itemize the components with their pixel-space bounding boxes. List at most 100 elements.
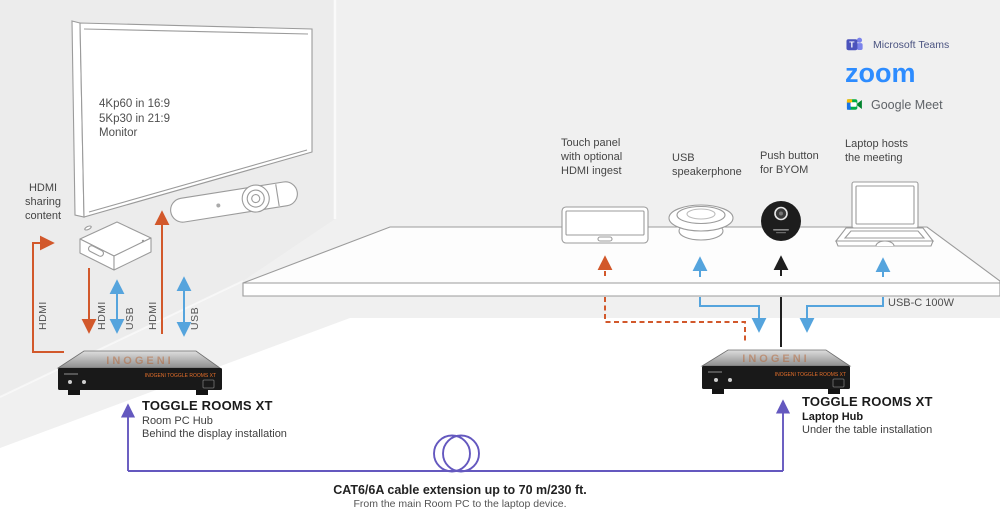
camera-led-dot [216,203,221,208]
google-meet-icon [846,99,862,110]
hub-left-port-icon [202,379,215,389]
hub-right-title: TOGGLE ROOMS XT [802,394,933,409]
touch-panel-screen [565,210,645,236]
wall-floor-seam [0,280,244,398]
hdmi-wall-cable [32,235,64,353]
video-bar-camera-icon [170,181,298,223]
mini-pc-port-slot [87,245,105,257]
hub-right-watermark: INOGENI [742,353,809,365]
cat6-cable-coil-1 [433,434,471,473]
table-device-arrows [597,255,891,277]
mini-pc-side [113,237,152,271]
push-button-label-line: Push button [760,150,819,162]
hdmi-display-label: HDMI [147,301,159,330]
monitor-spec-line: 4Kp60 in 16:9 [99,98,170,110]
touch-panel-icon [561,206,649,244]
monitor [71,20,313,218]
cat6-cable-coil-2 [442,434,480,473]
room-pc-cabling [32,210,192,353]
hub-right-front [702,366,850,389]
hub-left-watermark: INOGENI [106,355,173,367]
hub-right-button-2 [728,378,732,382]
push-button-engraving [773,229,789,231]
hub-left-brand-text: INOGENI TOGGLE ROOMS XT [145,373,216,379]
monitor-screen [79,22,313,218]
touch-panel-label: Touch panel with optional HDMI ingest [561,136,622,178]
mini-pc [79,221,152,271]
speakerphone-label-line: speakerphone [672,166,742,178]
under-table-cabling [604,297,884,347]
hub-right-foot-1 [712,389,724,394]
hub-left-note: Behind the display installation [142,428,287,440]
hub-right-brand-text: INOGENI TOGGLE ROOMS XT [775,372,846,378]
hub-left-label: TOGGLE ROOMS XT Room PC Hub Behind the d… [142,398,287,441]
touch-panel-under-cable [604,297,746,341]
monitor-bottom-bezel-line [88,149,308,213]
platform-zoom: zoom [845,58,916,88]
laptop-label-line: the meeting [845,152,903,164]
hub-left-foot-1 [68,390,80,395]
push-button-disc [761,201,801,241]
hub-left-subtitle: Room PC Hub [142,415,213,427]
push-button-center [779,211,783,216]
laptop-label: Laptop hosts the meeting [845,137,908,165]
table-front-edge [242,282,1000,297]
monitor-specs: 4Kp60 in 16:9 5Kp30 in 21:9 Monitor [99,97,170,141]
hdmi-sharing-line: sharing [24,196,62,208]
hub-right-top [700,349,852,367]
camera-endcap-line [275,184,280,207]
push-button-icon [761,201,801,241]
hub-right-silkscreen [708,371,722,373]
usb-pc-label: USB [124,307,136,330]
push-button-engraving-2 [776,232,786,234]
hdmi-wall-label: HDMI [37,301,49,330]
hub-right-button-1 [714,378,718,382]
hub-left-foot-2 [196,390,208,395]
monitor-spec-line: Monitor [99,127,138,139]
hub-left-silkscreen [64,373,78,375]
zoom-wordmark: zoom [845,58,916,88]
laptop-icon [834,181,935,247]
hdmi-pc-label: HDMI [96,301,108,330]
usb-camera-label: USB [189,307,201,330]
camera-lens-inner [251,194,261,204]
mini-pc-button [84,225,92,231]
hdmi-sharing-line: content [24,210,62,222]
hub-left-button-2 [82,380,86,384]
speakerphone-under-cable [699,297,767,333]
speakerphone-icon [668,204,734,241]
hub-right-subtitle: Laptop Hub [802,411,864,423]
hdmi-sharing-label: HDMI sharing content [14,181,72,223]
push-button-label: Push button for BYOM [760,149,819,177]
monitor-spec-line: 5Kp30 in 21:9 [99,112,170,125]
teams-letter: T [849,40,855,50]
touch-panel-label-line: Touch panel [561,137,621,149]
laptop-screen [855,185,915,225]
speakerphone-grille [686,208,716,220]
laptop-deck [834,227,935,242]
touch-panel-label-line: with optional [561,151,623,163]
monitor-top-bezel-line [83,28,309,35]
hub-laptop: INOGENI INOGENI TOGGLE ROOMS XT [700,349,852,394]
microsoft-teams-icon: T [846,37,863,51]
cat6-note: CAT6/6A cable extension up to 70 m/230 f… [280,483,640,511]
hub-room-pc: INOGENI INOGENI TOGGLE ROOMS XT [56,350,222,395]
meet-label: Google Meet [871,97,943,112]
cat6-note-title: CAT6/6A cable extension up to 70 m/230 f… [333,483,587,497]
cable-labels: HDMI HDMI USB HDMI USB [37,301,201,330]
hub-left-front [58,368,222,390]
speakerphone-label: USB speakerphone [672,151,742,179]
push-button-label-line: for BYOM [760,164,809,176]
hub-right-port-icon [832,378,845,388]
teams-label: Microsoft Teams [873,38,950,51]
cat6-note-subtitle: From the main Room PC to the laptop devi… [353,498,567,510]
hub-right-note: Under the table installation [802,424,933,436]
conference-table [242,226,1000,297]
laptop-under-cable [799,297,884,333]
mini-pc-dot [141,239,145,243]
platform-meet: Google Meet [846,96,943,113]
laptop-keyboard [843,230,926,239]
laptop-label-line: Laptop hosts [845,138,908,150]
hub-right-label: TOGGLE ROOMS XT Laptop Hub Under the tab… [802,394,933,437]
